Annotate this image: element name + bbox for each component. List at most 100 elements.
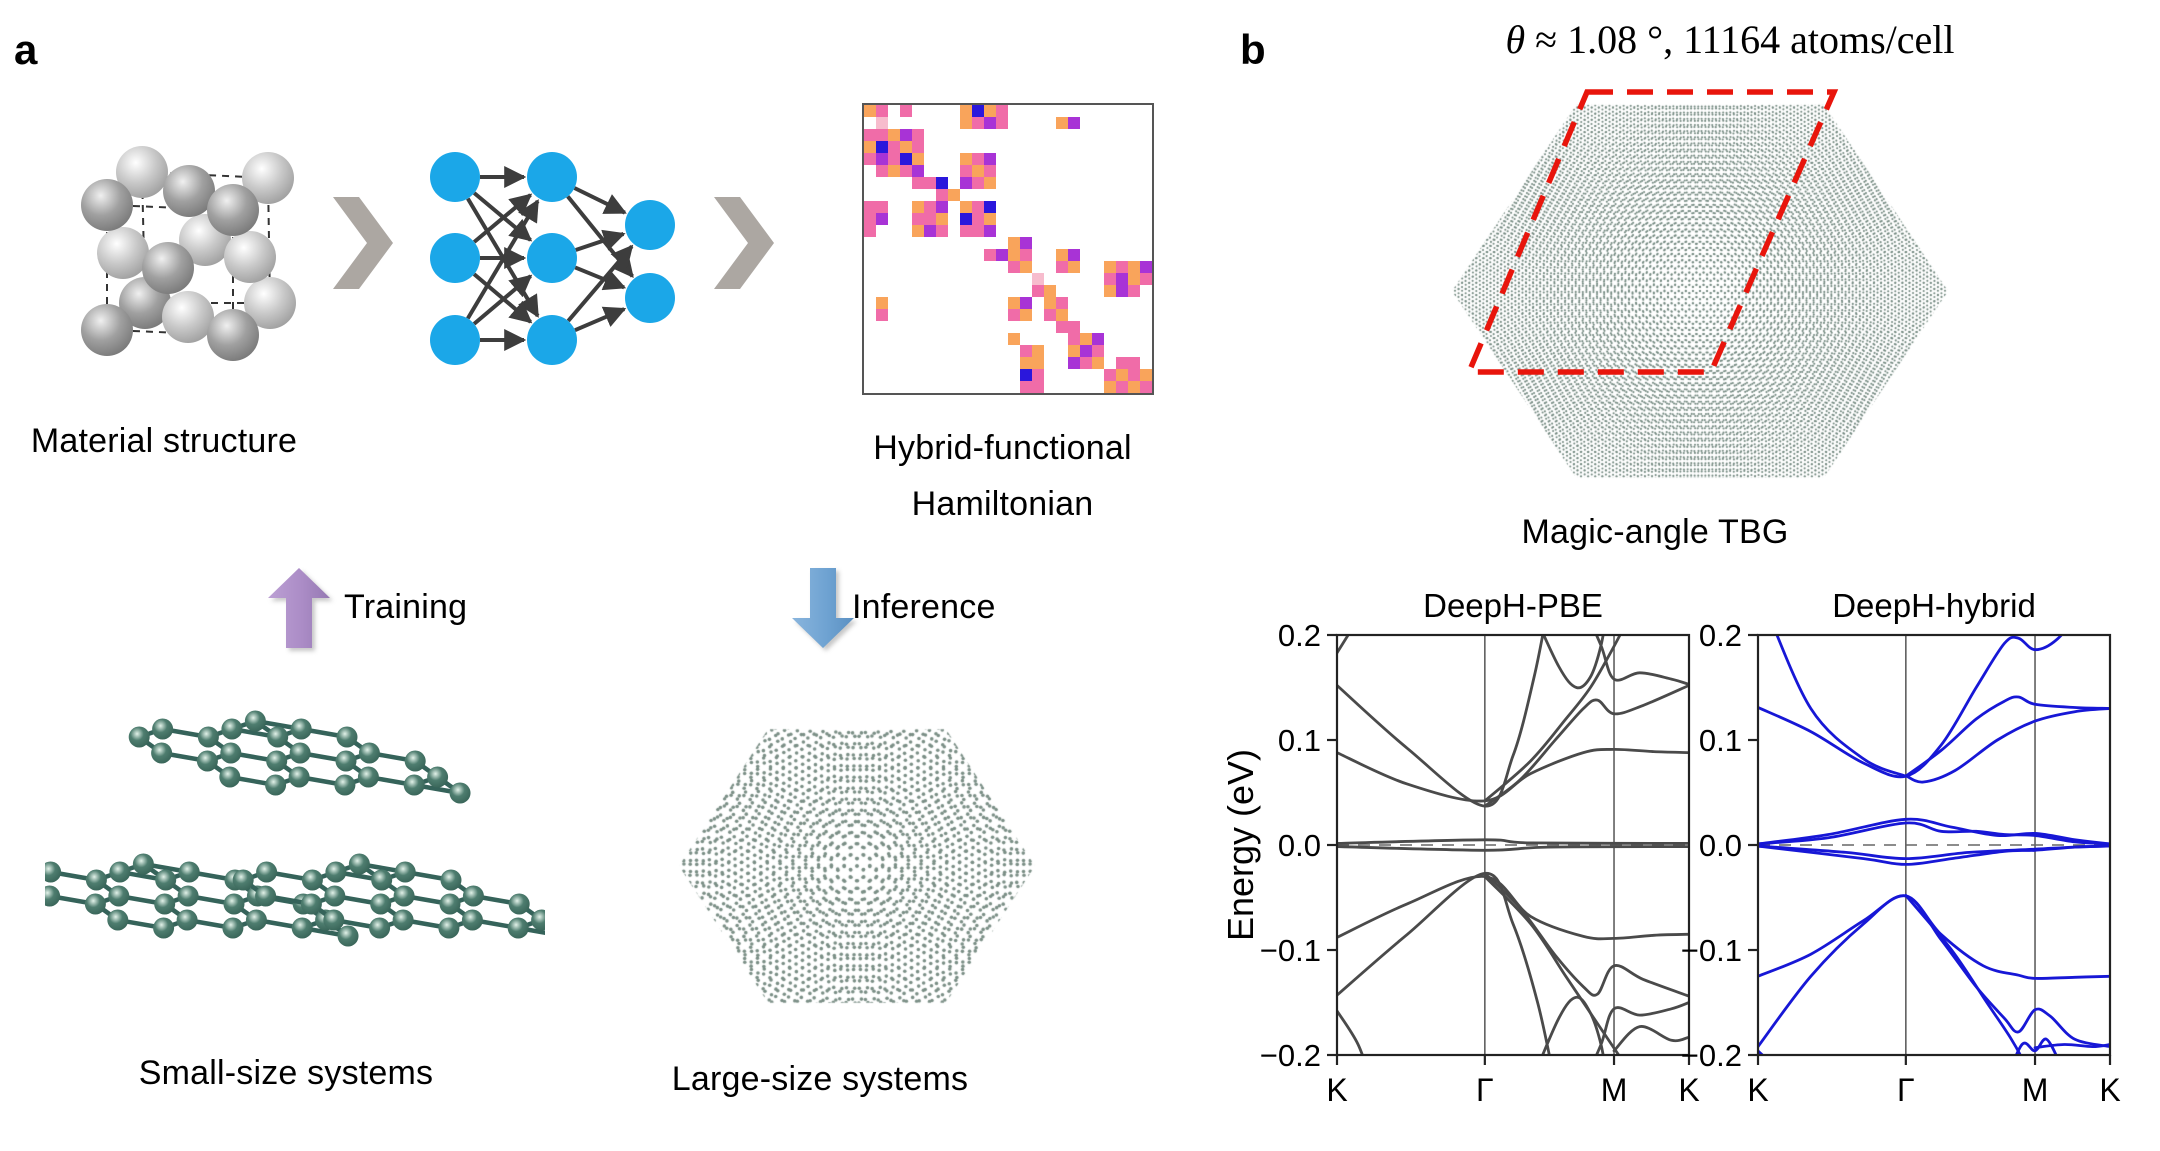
training-up-arrow-icon xyxy=(268,568,330,648)
matrix-cell xyxy=(1020,153,1032,165)
matrix-cell xyxy=(924,369,936,381)
matrix-cell xyxy=(948,273,960,285)
matrix-cell xyxy=(876,273,888,285)
matrix-cell xyxy=(1092,285,1104,297)
matrix-cell xyxy=(864,345,876,357)
matrix-cell xyxy=(912,249,924,261)
matrix-cell xyxy=(1056,273,1068,285)
matrix-cell xyxy=(1020,237,1032,249)
matrix-cell xyxy=(936,225,948,237)
matrix-cell xyxy=(984,369,996,381)
matrix-cell xyxy=(936,345,948,357)
matrix-cell xyxy=(1140,249,1152,261)
matrix-cell xyxy=(1044,201,1056,213)
matrix-cell xyxy=(900,321,912,333)
band-curve-flat-4 xyxy=(1758,844,2110,866)
matrix-cell xyxy=(1056,165,1068,177)
matrix-cell xyxy=(948,285,960,297)
matrix-cell xyxy=(948,345,960,357)
matrix-cell xyxy=(984,165,996,177)
matrix-cell xyxy=(1032,225,1044,237)
matrix-cell xyxy=(864,117,876,129)
matrix-cell xyxy=(1044,369,1056,381)
matrix-cell xyxy=(924,333,936,345)
matrix-cell xyxy=(996,357,1008,369)
matrix-cell xyxy=(948,213,960,225)
matrix-cell xyxy=(924,381,936,393)
matrix-cell xyxy=(864,369,876,381)
matrix-cell xyxy=(1104,273,1116,285)
band-plot-title: DeepH-hybrid xyxy=(1832,587,2036,624)
matrix-cell xyxy=(864,381,876,393)
matrix-cell xyxy=(888,165,900,177)
matrix-cell xyxy=(912,357,924,369)
matrix-cell xyxy=(924,273,936,285)
matrix-cell xyxy=(1092,333,1104,345)
matrix-cell xyxy=(1116,177,1128,189)
matrix-cell xyxy=(1032,345,1044,357)
matrix-cell xyxy=(1008,357,1020,369)
matrix-cell xyxy=(1140,285,1152,297)
matrix-cell xyxy=(936,321,948,333)
matrix-cell xyxy=(936,297,948,309)
matrix-cell xyxy=(972,177,984,189)
matrix-cell xyxy=(900,237,912,249)
y-tick-label: 0.2 xyxy=(1278,618,1321,653)
matrix-cell xyxy=(1080,249,1092,261)
matrix-cell xyxy=(948,297,960,309)
matrix-cell xyxy=(888,273,900,285)
matrix-cell xyxy=(1068,189,1080,201)
matrix-cell xyxy=(912,129,924,141)
matrix-cell xyxy=(924,321,936,333)
matrix-cell xyxy=(1116,201,1128,213)
matrix-cell xyxy=(1068,273,1080,285)
matrix-cell xyxy=(960,237,972,249)
matrix-cell xyxy=(960,201,972,213)
hamiltonian-label-line1: Hybrid-functional xyxy=(873,429,1132,467)
matrix-cell xyxy=(1056,141,1068,153)
matrix-cell xyxy=(1068,321,1080,333)
matrix-cell xyxy=(1116,165,1128,177)
matrix-cell xyxy=(1008,129,1020,141)
matrix-cell xyxy=(972,261,984,273)
matrix-cell xyxy=(1128,381,1140,393)
matrix-cell xyxy=(1104,285,1116,297)
matrix-cell xyxy=(996,249,1008,261)
matrix-cell xyxy=(888,261,900,273)
matrix-cell xyxy=(1068,201,1080,213)
matrix-cell xyxy=(1104,153,1116,165)
matrix-cell xyxy=(984,357,996,369)
matrix-cell xyxy=(948,105,960,117)
matrix-cell xyxy=(1128,237,1140,249)
matrix-cell xyxy=(936,381,948,393)
matrix-cell xyxy=(888,285,900,297)
matrix-cell xyxy=(864,309,876,321)
matrix-cell xyxy=(876,117,888,129)
matrix-cell xyxy=(1008,273,1020,285)
matrix-cell xyxy=(1116,273,1128,285)
matrix-cell xyxy=(984,189,996,201)
small-systems-label: Small-size systems xyxy=(138,1054,434,1092)
training-label: Training xyxy=(344,588,468,626)
matrix-cell xyxy=(984,177,996,189)
matrix-cell xyxy=(1068,237,1080,249)
matrix-cell xyxy=(984,273,996,285)
matrix-cell xyxy=(1080,165,1092,177)
matrix-cell xyxy=(1056,153,1068,165)
matrix-cell xyxy=(864,237,876,249)
matrix-cell xyxy=(1056,285,1068,297)
tbg-title: θ ≈ 1.08 °, 11164 atoms/cell xyxy=(1450,16,2010,63)
matrix-cell xyxy=(924,105,936,117)
matrix-cell xyxy=(960,249,972,261)
matrix-cell xyxy=(1116,321,1128,333)
matrix-cell xyxy=(864,297,876,309)
matrix-cell xyxy=(1080,189,1092,201)
matrix-cell xyxy=(972,249,984,261)
matrix-cell xyxy=(1128,177,1140,189)
matrix-cell xyxy=(960,369,972,381)
matrix-cell xyxy=(984,333,996,345)
inference-label: Inference xyxy=(852,588,996,626)
matrix-cell xyxy=(960,117,972,129)
matrix-cell xyxy=(864,273,876,285)
